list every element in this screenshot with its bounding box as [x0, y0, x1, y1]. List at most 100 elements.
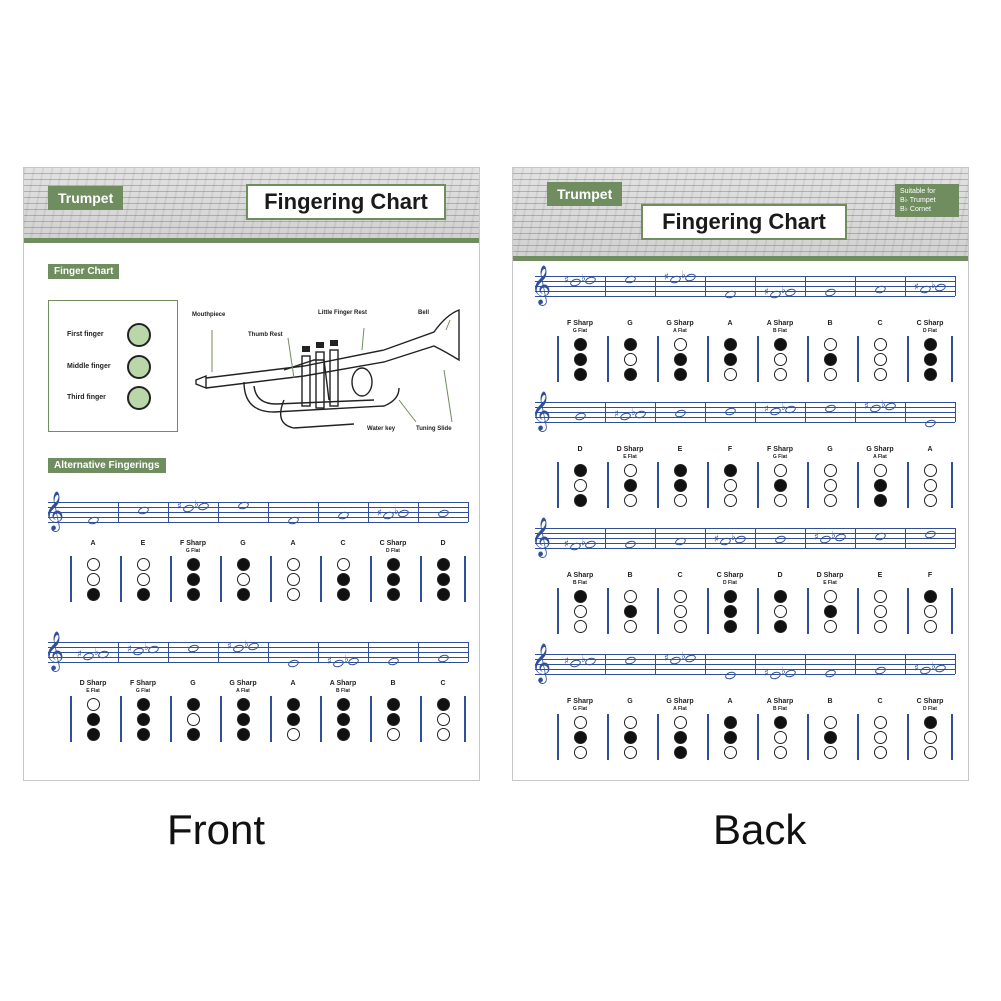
staff-barline: [318, 642, 319, 662]
sharp-icon: ♯: [814, 531, 819, 543]
note-alt-name: D Flat: [923, 328, 937, 334]
sharp-icon: ♯: [564, 655, 569, 667]
valve-pressed: [137, 728, 150, 741]
note-name: A: [927, 446, 933, 453]
valve-pressed: [724, 716, 737, 729]
flat-icon: ♭: [781, 666, 786, 677]
valve-pressed: [187, 728, 200, 741]
column-divider: [951, 588, 953, 634]
sharp-icon: ♯: [864, 401, 869, 412]
note-alt-name: E Flat: [86, 688, 100, 694]
column-divider: [657, 336, 659, 382]
flat-icon: ♭: [581, 272, 586, 284]
valve-open: [824, 716, 837, 729]
column-divider: [657, 714, 659, 760]
valve-pressed: [724, 338, 737, 351]
column-divider: [320, 556, 322, 602]
valve-open: [824, 746, 837, 759]
flat-icon: ♭: [881, 399, 886, 410]
valve-pressed: [437, 588, 450, 601]
front-banner-line: [24, 238, 479, 243]
valve-open: [87, 558, 100, 571]
valve-open: [287, 558, 300, 571]
flat-icon: ♭: [931, 280, 936, 291]
column-divider: [370, 556, 372, 602]
valve-open: [137, 558, 150, 571]
sharp-icon: ♯: [764, 668, 769, 679]
staff-barline: [705, 528, 706, 548]
note-name: A Sharp: [566, 572, 594, 579]
flat-icon: ♭: [581, 653, 586, 665]
valve-open: [824, 620, 837, 633]
back-caption: Back: [713, 806, 807, 853]
note-name: A Sharp: [329, 680, 357, 687]
valve-pressed: [237, 698, 250, 711]
valve-pressed: [337, 588, 350, 601]
back-tag: Trumpet: [547, 182, 623, 206]
valve-pressed: [337, 713, 350, 726]
staff-line: [535, 291, 955, 292]
note-name: A: [290, 540, 296, 547]
valve-pressed: [437, 558, 450, 571]
note-alt-name: B Flat: [773, 328, 787, 334]
column-divider: [757, 462, 759, 508]
column-divider: [857, 588, 859, 634]
valve-open: [674, 620, 687, 633]
note-name: A: [727, 320, 733, 327]
staff-barline: [118, 642, 119, 662]
staff-barline: [168, 502, 169, 522]
valve-pressed: [724, 605, 737, 618]
staff-line: [535, 533, 955, 534]
valve-pressed: [574, 731, 587, 744]
staff-line: [48, 507, 468, 508]
flat-icon: ♭: [244, 639, 249, 650]
valve-open: [774, 605, 787, 618]
treble-clef-icon: 𝄞: [531, 265, 552, 305]
flat-icon: ♭: [681, 651, 686, 662]
staff-line: [535, 538, 955, 539]
column-divider: [70, 556, 72, 602]
note-name: E: [877, 572, 883, 579]
note-name: E: [140, 540, 146, 547]
legend-third-label: Third finger: [67, 394, 106, 401]
note-alt-name: G Flat: [772, 454, 788, 460]
staff-barline: [368, 502, 369, 522]
valve-open: [874, 464, 887, 477]
valve-pressed: [674, 731, 687, 744]
column-divider: [220, 556, 222, 602]
valve-pressed: [724, 353, 737, 366]
valve-open: [924, 620, 937, 633]
note-name: D: [440, 540, 446, 547]
valve-pressed: [624, 338, 637, 351]
valve-pressed: [237, 728, 250, 741]
staff-line: [535, 669, 955, 670]
treble-clef-icon: 𝄞: [44, 631, 65, 671]
valve-open: [437, 728, 450, 741]
valve-open: [824, 338, 837, 351]
staff-line: [535, 407, 955, 408]
front-tag: Trumpet: [48, 186, 124, 210]
note-alt-name: A Flat: [673, 328, 687, 334]
column-divider: [607, 462, 609, 508]
staff-barline: [468, 502, 469, 522]
valve-open: [624, 590, 637, 603]
valve-open: [824, 494, 837, 507]
staff-line: [535, 281, 955, 282]
note-name: B: [827, 698, 833, 705]
valve-open: [874, 590, 887, 603]
valve-pressed: [624, 368, 637, 381]
valve-open: [674, 590, 687, 603]
valve-pressed: [237, 558, 250, 571]
column-divider: [420, 556, 422, 602]
valve-pressed: [187, 573, 200, 586]
note-name: G Sharp: [229, 680, 257, 687]
valve-open: [87, 573, 100, 586]
valve-open: [874, 353, 887, 366]
water-key-label: Water key: [367, 426, 396, 432]
flat-icon: ♭: [781, 401, 786, 413]
staff-barline: [168, 642, 169, 662]
note-name: C: [440, 680, 446, 687]
staff-barline: [655, 528, 656, 548]
valve-pressed: [724, 731, 737, 744]
valve-pressed: [187, 588, 200, 601]
